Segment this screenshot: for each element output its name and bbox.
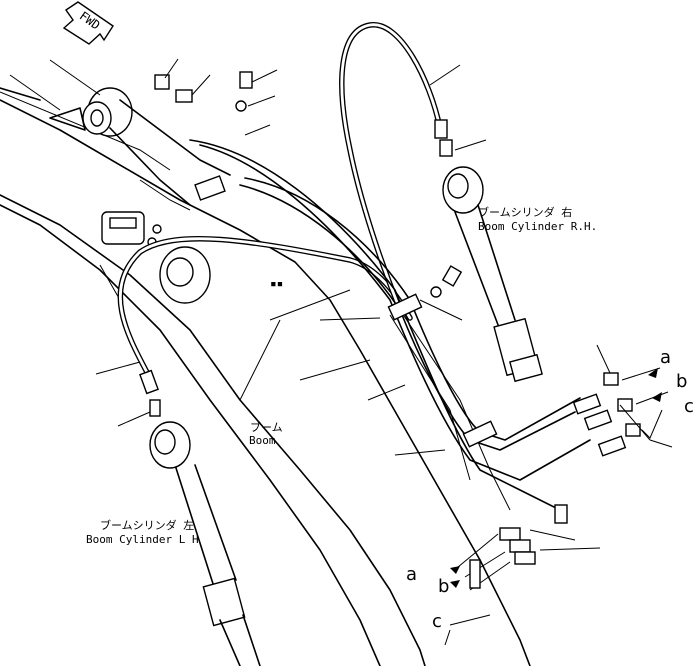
fittings-right bbox=[572, 367, 673, 457]
pivot-assembly bbox=[0, 87, 231, 211]
ref-a-right: a bbox=[660, 347, 671, 368]
hardware bbox=[149, 71, 463, 417]
hose-left bbox=[117, 235, 413, 395]
boom-cylinder-left bbox=[149, 421, 261, 666]
leader-lines bbox=[9, 58, 611, 646]
boom-body bbox=[0, 91, 531, 666]
hose-right bbox=[339, 22, 448, 313]
fittings-bottom bbox=[457, 504, 601, 591]
boom-tubes bbox=[189, 139, 591, 511]
ref-b-bottom: b bbox=[438, 576, 449, 597]
label-cylinder-rh-en: Boom Cylinder R.H. bbox=[478, 220, 597, 233]
label-cylinder-lh-en: Boom Cylinder L H bbox=[86, 533, 199, 546]
fwd-arrow-icon: FWD bbox=[62, 1, 114, 45]
label-cylinder-lh-jp: ブームシリンダ 左 bbox=[100, 518, 194, 532]
arrow-icons bbox=[450, 368, 662, 588]
label-boom-jp: ブーム bbox=[250, 420, 283, 434]
label-boom-en: Boom bbox=[249, 434, 276, 447]
ref-c-right: c bbox=[684, 396, 694, 417]
boom-cylinder-right bbox=[442, 166, 543, 383]
boom-stamp: ▪▪ bbox=[270, 277, 283, 290]
ref-c-bottom: c bbox=[432, 611, 442, 632]
ref-b-right: b bbox=[676, 371, 687, 392]
label-cylinder-rh-jp: ブームシリンダ 右 bbox=[478, 205, 572, 219]
ref-a-bottom: a bbox=[406, 564, 417, 585]
